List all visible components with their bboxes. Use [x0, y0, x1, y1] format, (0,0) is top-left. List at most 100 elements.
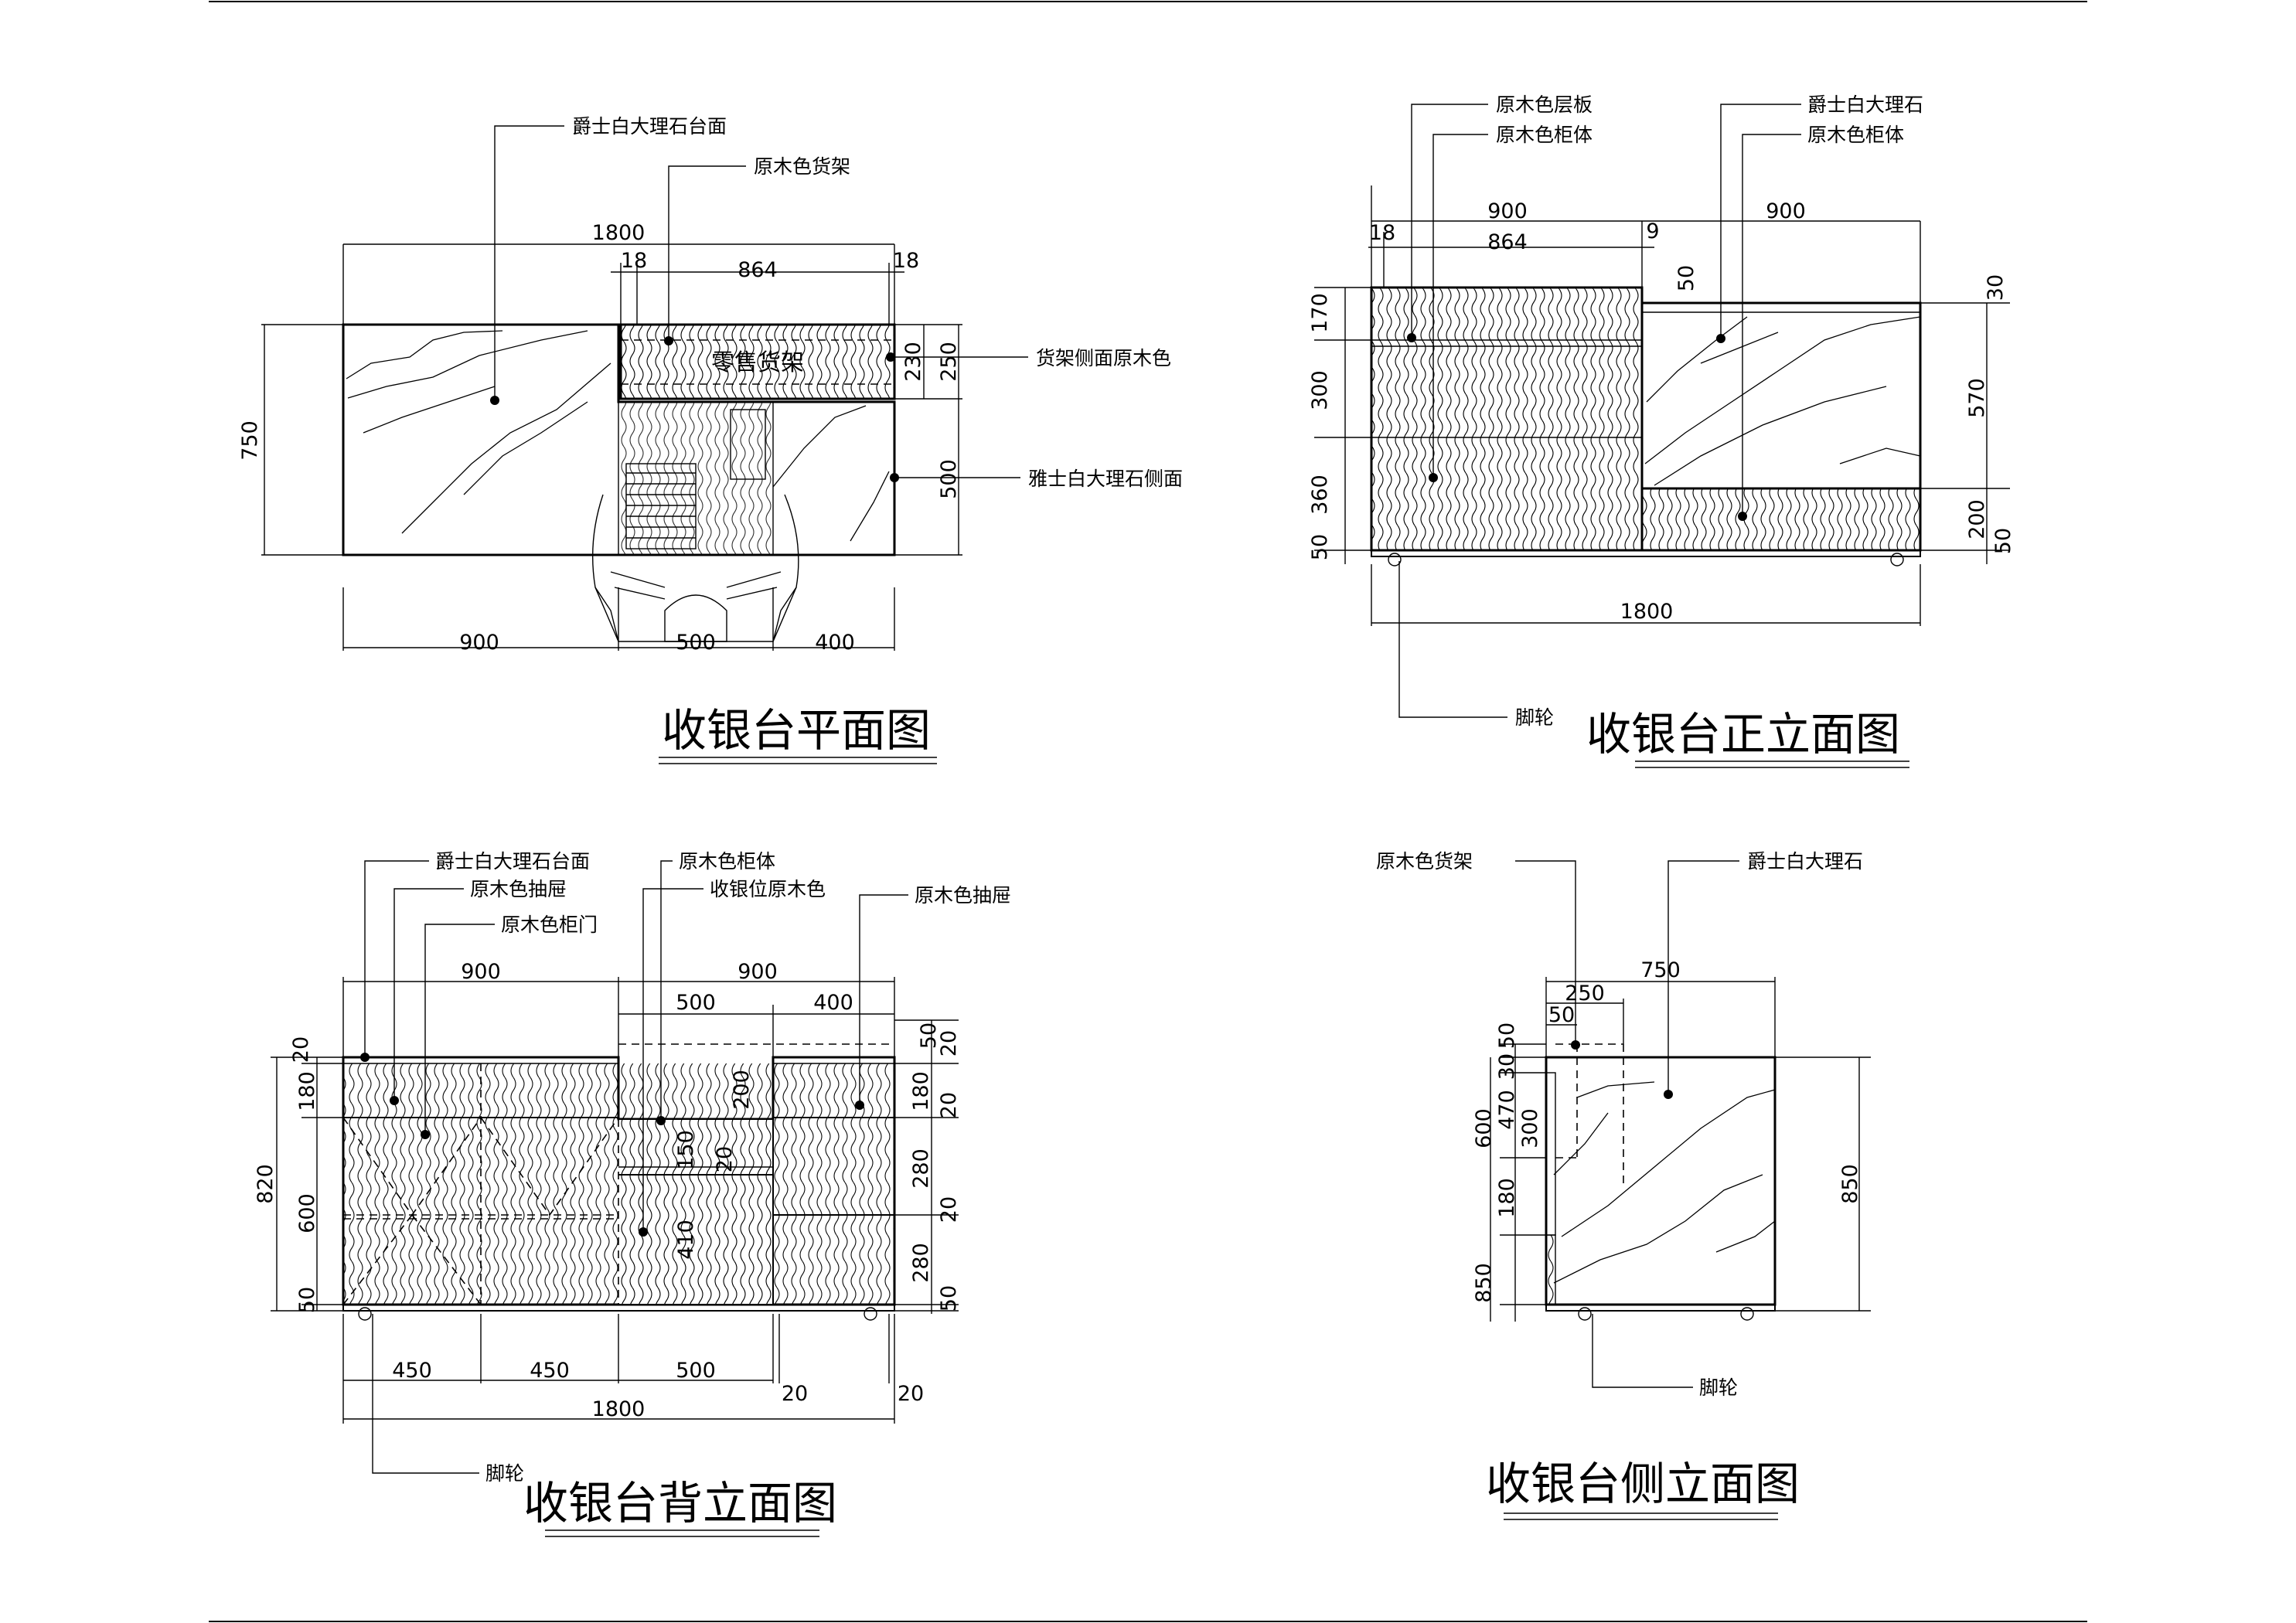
plan-dim-18b: 18: [893, 249, 919, 273]
side-dim-750: 750: [1640, 958, 1681, 982]
back-dim-450a: 450: [392, 1359, 432, 1383]
back-dim-200: 200: [730, 1070, 754, 1110]
plan-label-marble-top: 爵士白大理石台面: [572, 115, 727, 138]
side-dim-850b: 850: [1838, 1164, 1862, 1204]
front-dim-50: 50: [1674, 265, 1698, 291]
side-label-caster: 脚轮: [1699, 1376, 1738, 1399]
front-dim-9: 9: [1646, 219, 1659, 243]
back-dim-900b: 900: [738, 960, 778, 984]
back-dim-900a: 900: [461, 960, 501, 984]
back-dim-50c: 50: [937, 1285, 961, 1312]
front-dim-360: 360: [1308, 475, 1332, 515]
front-dim-900a: 900: [1487, 199, 1528, 223]
plan-dim-18a: 18: [621, 249, 647, 273]
back-label-door: 原木色柜门: [501, 914, 598, 936]
back-dim-820: 820: [254, 1164, 278, 1204]
back-dim-410: 410: [674, 1220, 698, 1260]
back-label-caster: 脚轮: [485, 1462, 524, 1485]
front-dim-1800: 1800: [1620, 600, 1674, 624]
side-caster-right: [1740, 1307, 1754, 1321]
front-label-shelf-board: 原木色层板: [1496, 94, 1593, 116]
plan-dim-230: 230: [901, 342, 925, 382]
back-dim-20g: 20: [898, 1382, 924, 1406]
side-marble-panel: [1545, 1056, 1777, 1306]
front-dim-200: 200: [1965, 499, 1989, 539]
back-dim-180b: 180: [909, 1071, 933, 1111]
plan-dim-1800: 1800: [592, 221, 646, 245]
back-dim-280b: 280: [909, 1243, 933, 1283]
side-dim-250: 250: [1565, 982, 1605, 1005]
front-dim-864: 864: [1487, 230, 1528, 254]
back-dim-50a: 50: [295, 1287, 319, 1313]
front-label-cabinet-a: 原木色柜体: [1496, 124, 1593, 146]
back-label-drawer-a: 原木色抽屉: [470, 878, 567, 900]
front-label-cabinet-b: 原木色柜体: [1807, 124, 1904, 146]
back-dim-280a: 280: [909, 1148, 933, 1189]
side-dim-600: 600: [1472, 1108, 1496, 1148]
back-dim-50b: 50: [917, 1022, 941, 1049]
front-dim-50c: 50: [1991, 528, 2015, 554]
plan-dim-250: 250: [937, 342, 961, 382]
back-dim-20f: 20: [782, 1382, 808, 1406]
back-dim-500: 500: [676, 991, 716, 1015]
front-caster-left: [1388, 553, 1402, 567]
plan-dim-864: 864: [738, 258, 778, 282]
back-dim-20e: 20: [937, 1196, 961, 1223]
back-label-cabinet: 原木色柜体: [679, 850, 775, 873]
side-base: [1545, 1304, 1776, 1312]
side-label-marble: 爵士白大理石: [1747, 850, 1863, 873]
back-dim-400: 400: [813, 991, 853, 1015]
back-dim-20a: 20: [289, 1036, 313, 1063]
side-dim-470: 470: [1495, 1090, 1519, 1130]
back-dim-20b: 20: [713, 1146, 737, 1172]
front-caster-right: [1890, 553, 1904, 567]
front-dim-300: 300: [1308, 370, 1332, 410]
front-label-caster: 脚轮: [1515, 706, 1554, 729]
plan-dim-500b: 500: [676, 631, 716, 655]
side-dim-50b: 50: [1495, 1022, 1519, 1049]
back-caster-left: [358, 1307, 372, 1321]
back-label-cashier: 收银位原木色: [710, 878, 826, 900]
side-caster-left: [1578, 1307, 1592, 1321]
back-label-drawer-b: 原木色抽屉: [915, 884, 1011, 907]
back-dim-600: 600: [295, 1193, 319, 1233]
front-dim-570: 570: [1965, 378, 1989, 418]
side-dim-50a: 50: [1548, 1003, 1575, 1027]
plan-view: 1800 18 864 18 750 230 250 500 900 500 4…: [238, 115, 1183, 764]
front-dim-170: 170: [1308, 293, 1332, 333]
side-title: 收银台侧立面图: [1486, 1458, 1800, 1510]
back-dim-20c: 20: [937, 1030, 961, 1056]
side-dim-300: 300: [1518, 1108, 1542, 1148]
back-dim-1800: 1800: [592, 1397, 646, 1421]
plan-label-shelf-side: 货架侧面原木色: [1036, 347, 1171, 369]
plan-label-marble-side: 雅士白大理石侧面: [1028, 468, 1183, 490]
side-label-shelf: 原木色货架: [1376, 850, 1473, 873]
front-marble-panel: [1640, 301, 1922, 490]
plan-dim-400: 400: [815, 631, 855, 655]
side-dim-30: 30: [1495, 1053, 1519, 1080]
back-elevation: 900 900 500 400 20 180 820 600 50 200 15…: [254, 850, 1011, 1537]
back-base: [342, 1304, 895, 1312]
back-dim-150: 150: [674, 1130, 698, 1170]
side-elevation: 750 250 50 50 30 600 470 300 180 850 850…: [1376, 850, 1871, 1520]
front-dim-18: 18: [1369, 221, 1395, 245]
front-elevation: 900 18 864 9 900 50 30 170 300 360 50 57…: [1308, 94, 2015, 768]
plan-label-wood-shelf: 原木色货架: [754, 155, 850, 178]
back-dim-20d: 20: [937, 1092, 961, 1118]
back-dim-450b: 450: [530, 1359, 570, 1383]
plan-dim-750: 750: [238, 420, 262, 461]
back-dim-180: 180: [295, 1071, 319, 1111]
front-dim-30: 30: [1984, 274, 2008, 301]
front-dim-50b: 50: [1308, 534, 1332, 560]
back-caster-right: [864, 1307, 877, 1321]
front-label-marble: 爵士白大理石: [1807, 94, 1923, 116]
back-label-marble-top: 爵士白大理石台面: [435, 850, 590, 873]
back-title: 收银台背立面图: [523, 1477, 837, 1529]
plan-shelf-text: 零售货架: [711, 349, 804, 376]
side-dim-850a: 850: [1472, 1263, 1496, 1303]
plan-title: 收银台平面图: [662, 704, 931, 757]
front-base: [1371, 550, 1921, 557]
plan-dim-900: 900: [459, 631, 499, 655]
front-title: 收银台正立面图: [1586, 708, 1900, 760]
